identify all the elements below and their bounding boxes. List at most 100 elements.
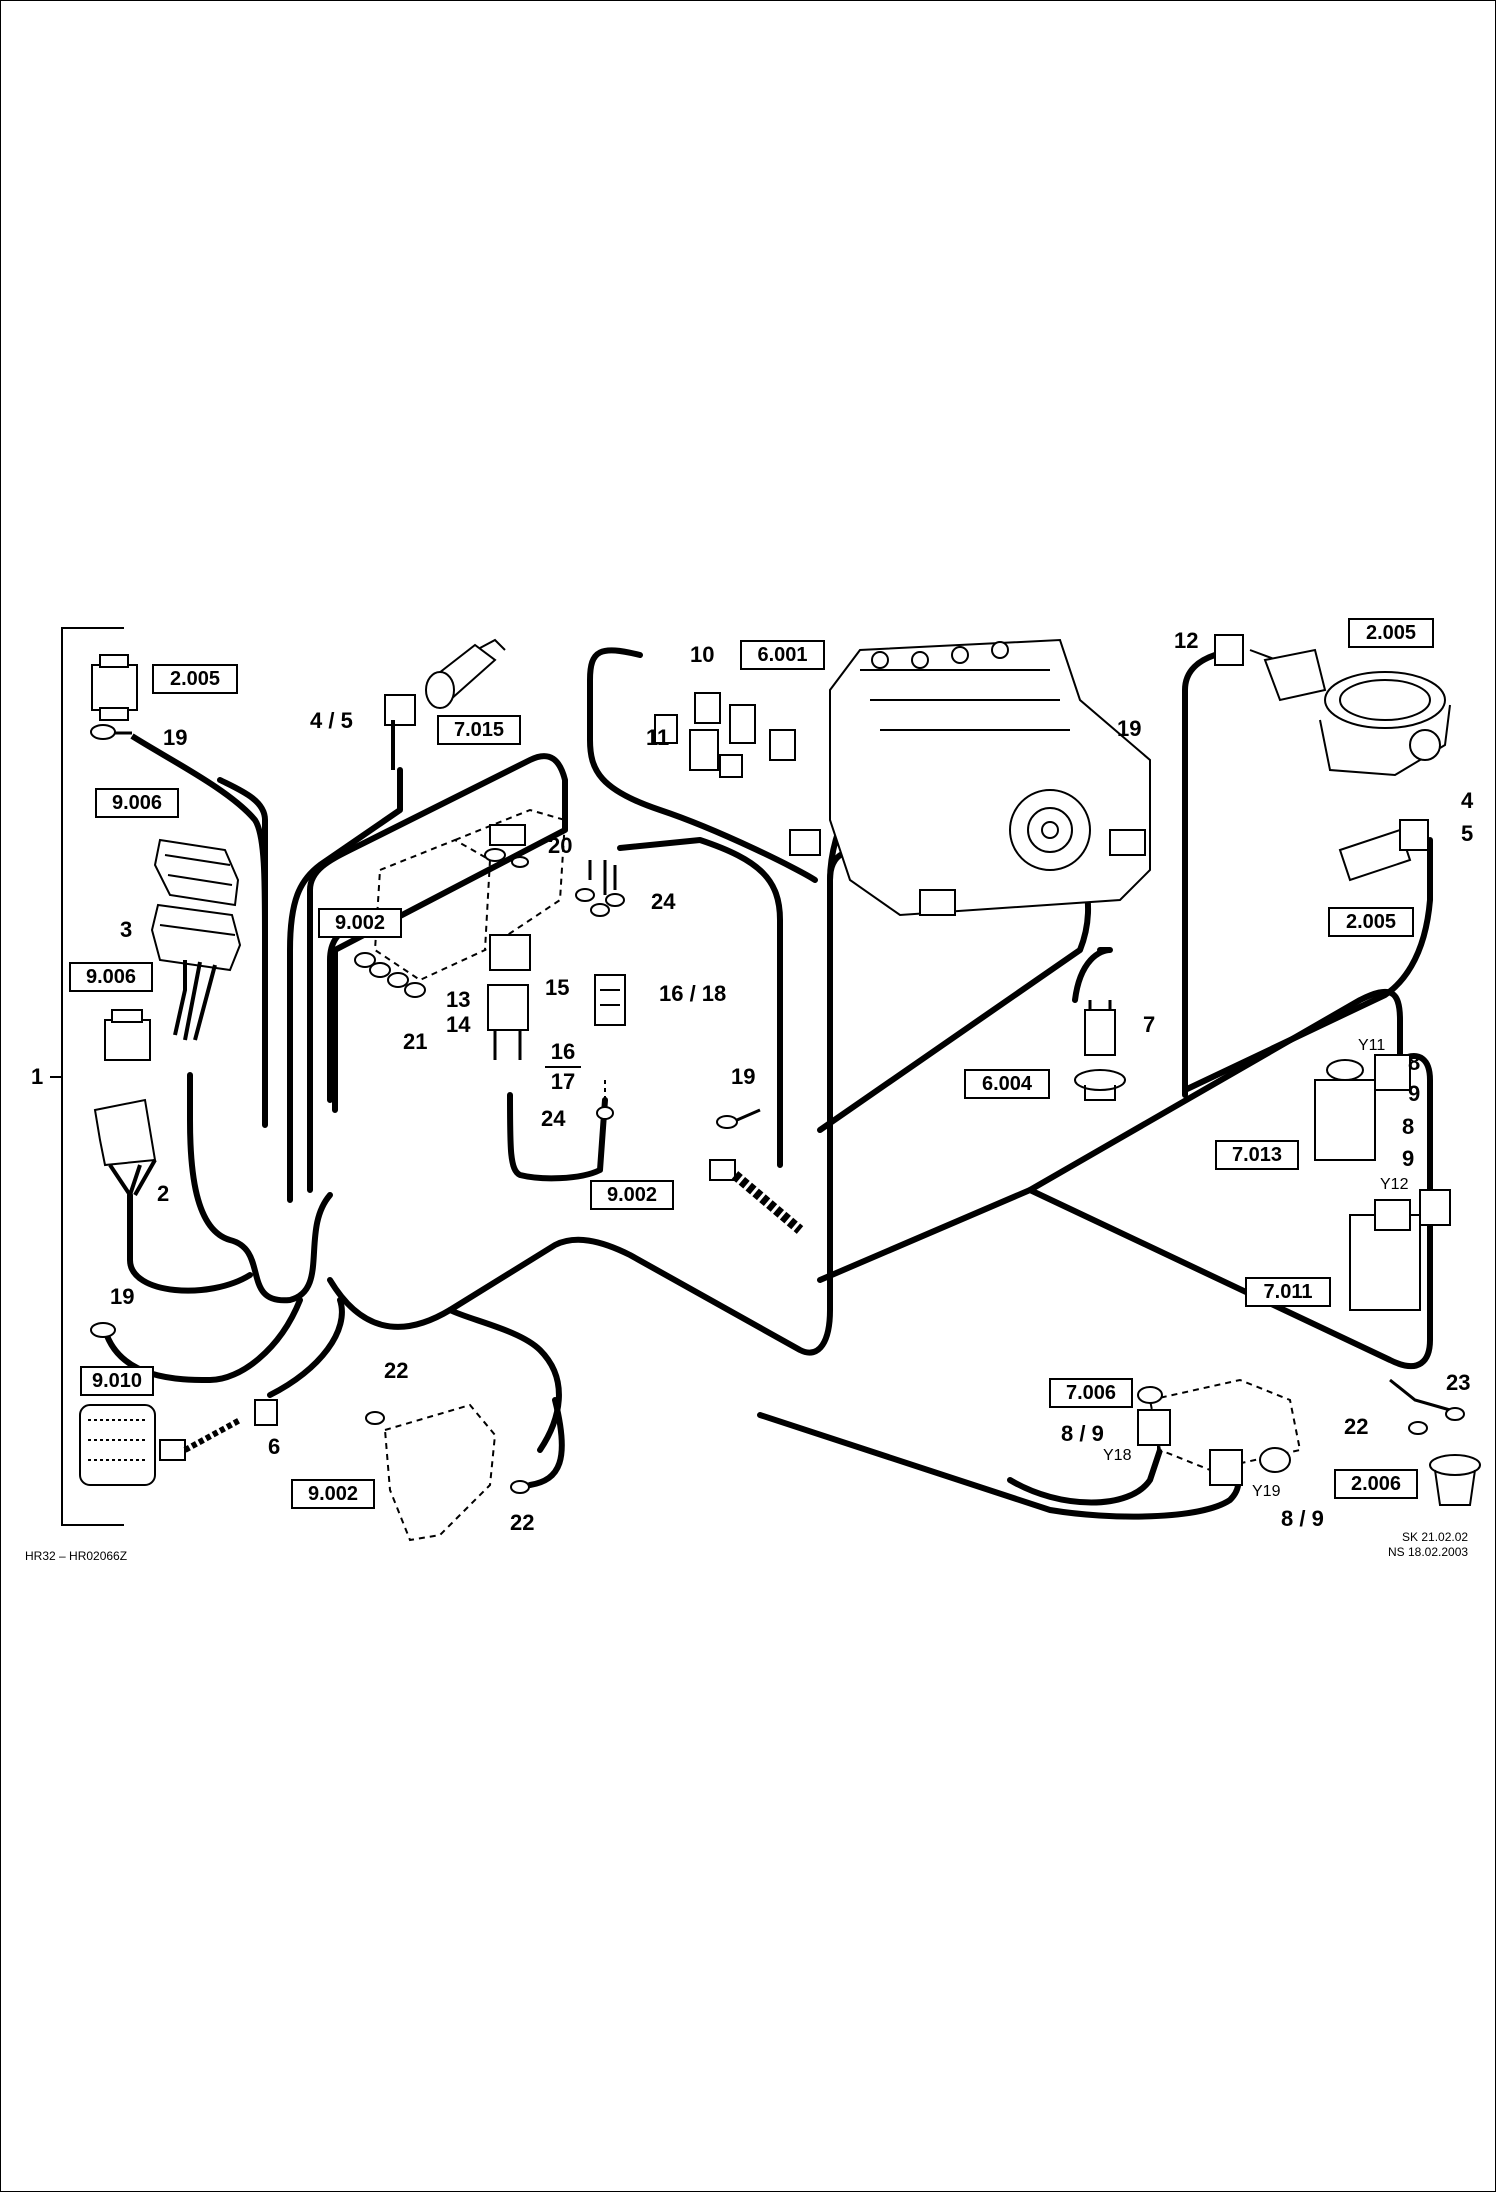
item-label-12: 12 <box>1174 628 1199 653</box>
valve-7013 <box>1314 1054 1411 1161</box>
grounds-22-lower <box>365 1411 530 1494</box>
ref-box-7006[interactable]: 7.006 <box>1049 1378 1133 1408</box>
item-label-21: 21 <box>403 1029 428 1054</box>
item-label-15: 15 <box>545 975 570 1000</box>
item-label-22-lower-right: 22 <box>510 1510 535 1535</box>
loop-to-10-11 <box>587 647 818 883</box>
branch-to-y18 <box>1007 1427 1163 1506</box>
valve-label-y19: Y19 <box>1252 1483 1281 1500</box>
item-label-24-upper: 24 <box>651 889 676 914</box>
ref-box-9006-a[interactable]: 9.006 <box>95 788 179 818</box>
branch-to-22-lower <box>527 1397 565 1488</box>
loop-to-24 <box>617 837 783 1168</box>
ref-box-2005-left[interactable]: 2.005 <box>152 664 238 694</box>
revision-1: SK 21.02.02 <box>1402 1530 1469 1544</box>
harness-left-vertical <box>217 777 268 1128</box>
item-label-16-17: 16 17 <box>545 1041 581 1093</box>
item-label-8-9-y19: 8 / 9 <box>1281 1506 1324 1531</box>
relay-13-14 <box>487 934 531 1060</box>
ground-24-lower <box>596 1080 614 1120</box>
sensor-12 <box>1214 634 1327 702</box>
ref-box-2005-top-right[interactable]: 2.005 <box>1348 618 1434 648</box>
connector-6 <box>254 1399 278 1426</box>
light-9010 <box>79 1404 242 1486</box>
item-label-23: 23 <box>1446 1370 1471 1395</box>
branch-to-6 <box>267 1297 345 1398</box>
item-label-3: 3 <box>120 917 133 942</box>
item-label-8-a: 8 <box>1408 1050 1421 1075</box>
ref-box-2006[interactable]: 2.006 <box>1334 1469 1418 1499</box>
ref-box-7013[interactable]: 7.013 <box>1215 1140 1299 1170</box>
item-label-14: 14 <box>446 1012 471 1037</box>
fraction-divider <box>545 1066 581 1068</box>
ground-19-middle <box>716 1108 761 1129</box>
item-label-7: 7 <box>1143 1012 1156 1037</box>
item-label-1: 1 <box>31 1064 44 1089</box>
relay-16-18 <box>594 974 626 1026</box>
ref-box-9006-b[interactable]: 9.006 <box>69 962 153 992</box>
item-label-19-lower-left: 19 <box>110 1284 135 1309</box>
sensor-4-5-right <box>1338 819 1429 882</box>
ref-box-9002-lower[interactable]: 9.002 <box>291 1479 375 1509</box>
item-label-4-5-left: 4 / 5 <box>310 708 353 733</box>
sensor-9002-middle <box>709 1159 804 1234</box>
sensor-6004 <box>1074 1069 1126 1101</box>
engine-connectors <box>654 692 796 778</box>
ref-box-6004[interactable]: 6.004 <box>964 1069 1050 1099</box>
item-label-4-right: 4 <box>1461 788 1474 813</box>
item-label-8-b: 8 <box>1402 1114 1415 1139</box>
ref-box-7015[interactable]: 7.015 <box>437 715 521 745</box>
item-label-5-right: 5 <box>1461 821 1474 846</box>
branch-to-upper-loop <box>307 753 568 1193</box>
flywheel-housing-2005 <box>1319 671 1451 777</box>
item-label-16-18: 16 / 18 <box>659 981 727 1006</box>
item-label-9-a: 9 <box>1408 1081 1421 1106</box>
trunk-to-valves <box>817 1053 1433 1369</box>
relay-branch <box>507 1092 608 1182</box>
grounds-22-23 <box>1389 1378 1465 1435</box>
item-label-19-engine: 19 <box>1117 716 1142 741</box>
coil-y18 <box>1137 1386 1171 1446</box>
ref-box-7011[interactable]: 7.011 <box>1245 1277 1331 1307</box>
item-label-24-lower: 24 <box>541 1106 566 1131</box>
connector-7 <box>1084 1000 1116 1056</box>
ref-box-9010[interactable]: 9.010 <box>80 1366 154 1396</box>
valve-label-y12: Y12 <box>1380 1176 1409 1193</box>
valve-label-y18: Y18 <box>1103 1447 1132 1464</box>
branch-to-6004 <box>1072 947 1113 1003</box>
item-1-bracket <box>50 627 124 1526</box>
item-label-17: 17 <box>550 1069 576 1094</box>
item-label-22-right: 22 <box>1344 1414 1369 1439</box>
ring-terminals-24 <box>575 860 625 917</box>
item-label-6: 6 <box>268 1434 281 1459</box>
item-label-19-top-left: 19 <box>163 725 188 750</box>
sensor-7015 <box>384 638 506 770</box>
main-trunk <box>327 847 1091 1356</box>
trunk-lower-left <box>102 1297 303 1383</box>
ref-box-6001[interactable]: 6.001 <box>740 640 825 670</box>
terminal-20 <box>484 824 529 868</box>
ref-box-9002-middle[interactable]: 9.002 <box>590 1180 674 1210</box>
harness-branch-2 <box>127 1192 253 1294</box>
connector-block-9006-b <box>104 1009 151 1061</box>
relay-module-9002 <box>373 808 567 982</box>
item-label-8-9-y18: 8 / 9 <box>1061 1421 1104 1446</box>
coil-y19 <box>1209 1447 1291 1486</box>
item-label-10: 10 <box>690 642 715 667</box>
bracket-9002-lower <box>383 1403 497 1542</box>
ring-terminal-19-lower <box>90 1322 116 1338</box>
revision-2: NS 18.02.2003 <box>1388 1545 1469 1559</box>
ref-box-9002-upper[interactable]: 9.002 <box>318 908 402 938</box>
item-label-11: 11 <box>646 725 670 750</box>
item-label-22-lower-left: 22 <box>384 1358 409 1383</box>
branch-to-sensor-12 <box>1182 652 1218 1098</box>
ring-terminal-19-top <box>90 724 268 941</box>
item-label-13: 13 <box>446 987 471 1012</box>
ref-box-2005-right[interactable]: 2.005 <box>1328 907 1414 937</box>
item-label-2: 2 <box>157 1181 170 1206</box>
branch-to-9002-lower <box>447 1307 562 1453</box>
valve-label-y11: Y11 <box>1358 1037 1386 1054</box>
valve-7011 <box>1349 1189 1451 1311</box>
item-label-9-b: 9 <box>1402 1146 1415 1171</box>
